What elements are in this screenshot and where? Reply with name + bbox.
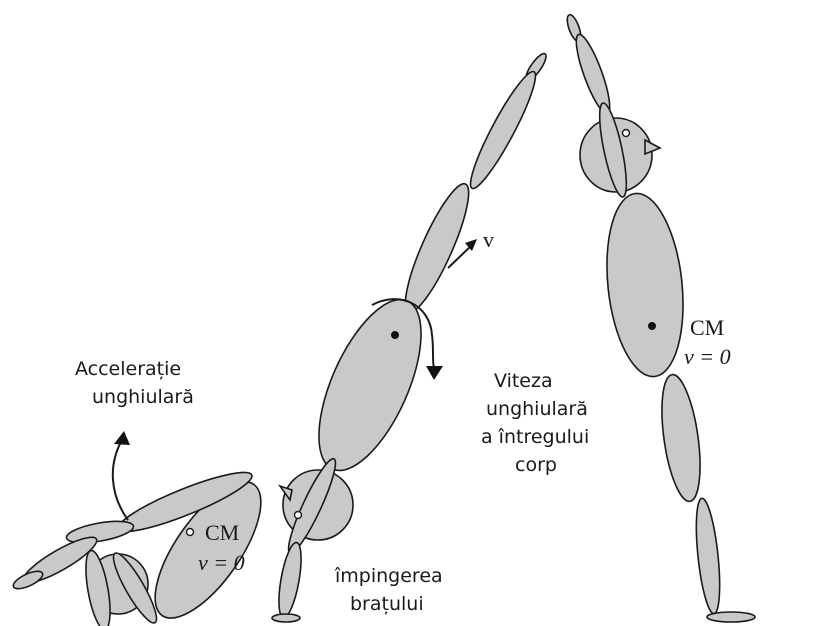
- arm-push-label-2: brațului: [350, 593, 424, 615]
- vertical-thigh: [655, 372, 706, 503]
- arm-push-label-1: împingerea: [334, 565, 443, 587]
- inclined-trunk: [298, 285, 442, 484]
- figure-crouched: CM v = 0 Accelerație unghiulară: [11, 358, 280, 626]
- whole-body-angular-velocity-label-2: unghiulară: [486, 398, 588, 420]
- vertical-eye: [623, 130, 630, 137]
- inclined-eye: [295, 512, 302, 519]
- crouched-cm-marker: [187, 529, 194, 536]
- figure-inclined: v Viteza unghiulară a întregului corp îm…: [272, 51, 589, 622]
- velocity-label: v: [483, 227, 494, 252]
- vertical-cm-dot: [648, 322, 656, 330]
- angular-acceleration-arrowhead: [114, 431, 130, 445]
- inclined-forearm: [275, 541, 306, 619]
- angular-acceleration-label-1: Accelerație: [75, 358, 181, 380]
- whole-body-angular-velocity-label-1: Viteza: [494, 370, 553, 392]
- v-zero-label-right: v = 0: [684, 344, 731, 369]
- inclined-shin: [462, 67, 543, 194]
- rotation-arrowhead: [426, 366, 443, 380]
- angular-acceleration-arrow: [113, 440, 128, 520]
- vertical-forearm: [570, 31, 616, 116]
- cm-label-left: CM: [205, 520, 239, 545]
- vertical-trunk: [599, 190, 692, 381]
- inclined-cm-dot: [391, 331, 399, 339]
- cm-label-right: CM: [690, 315, 724, 340]
- vertical-shin: [692, 497, 724, 614]
- v-zero-label-left: v = 0: [198, 550, 245, 575]
- inclined-thigh: [395, 178, 479, 318]
- inclined-hand: [272, 614, 300, 622]
- whole-body-angular-velocity-label-4: corp: [515, 454, 557, 476]
- figure-vertical: CM v = 0: [565, 13, 755, 622]
- vertical-foot: [707, 612, 755, 622]
- whole-body-angular-velocity-label-3: a întregului: [481, 426, 589, 448]
- angular-acceleration-label-2: unghiulară: [92, 386, 194, 408]
